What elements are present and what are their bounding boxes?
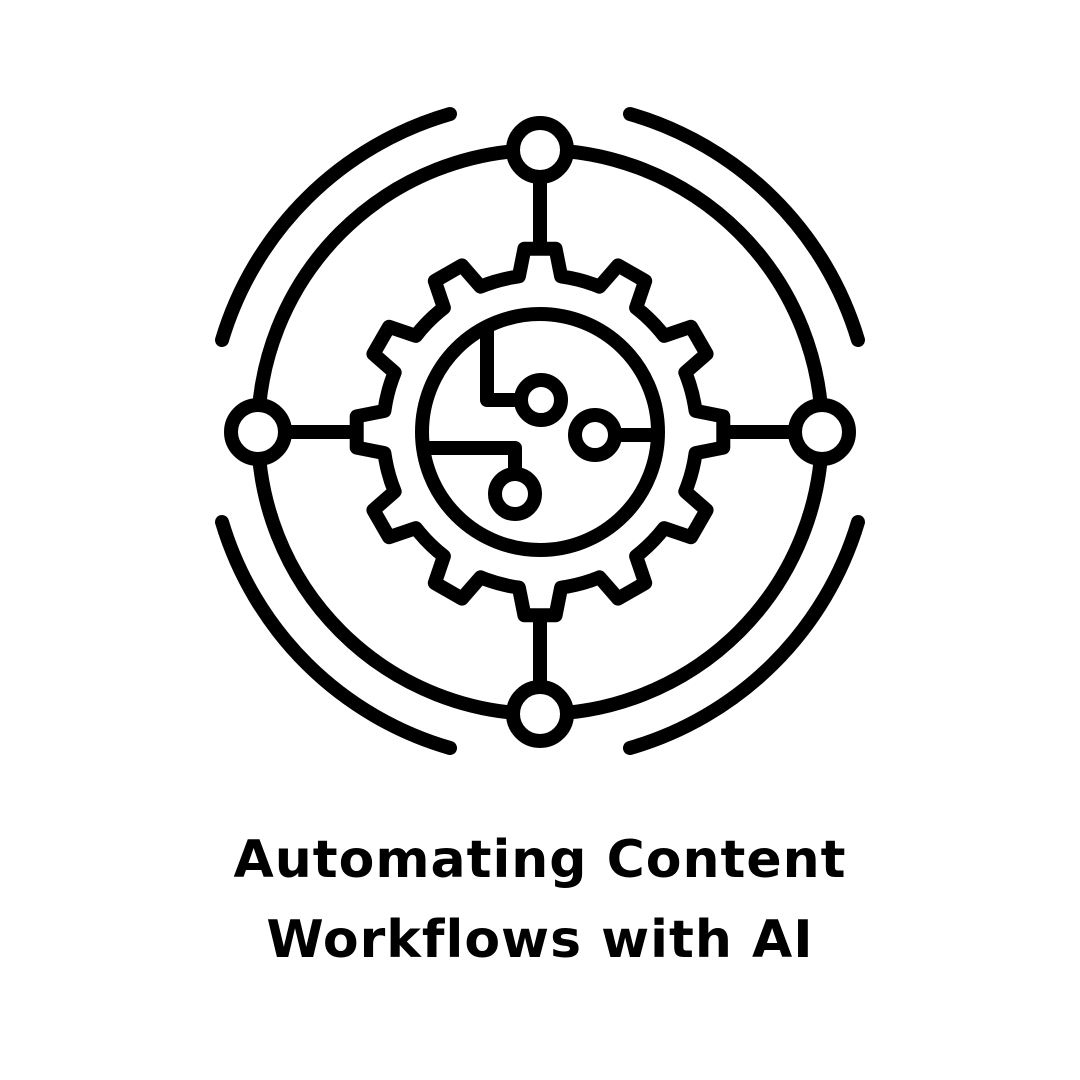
node-left-icon	[224, 398, 292, 466]
outer-arcs	[215, 107, 865, 755]
connector-lines	[279, 171, 801, 693]
circuit-traces	[417, 323, 663, 521]
title-line-2: Workflows with AI	[266, 910, 814, 970]
connector-nodes	[224, 116, 856, 748]
title-line-1: Automating Content	[233, 830, 847, 890]
illustration	[215, 107, 865, 755]
gear-icon	[349, 241, 731, 623]
node-bottom-icon	[506, 680, 574, 748]
ai-automation-gear-icon	[215, 107, 865, 755]
node-top-icon	[506, 116, 574, 184]
node-right-icon	[788, 398, 856, 466]
